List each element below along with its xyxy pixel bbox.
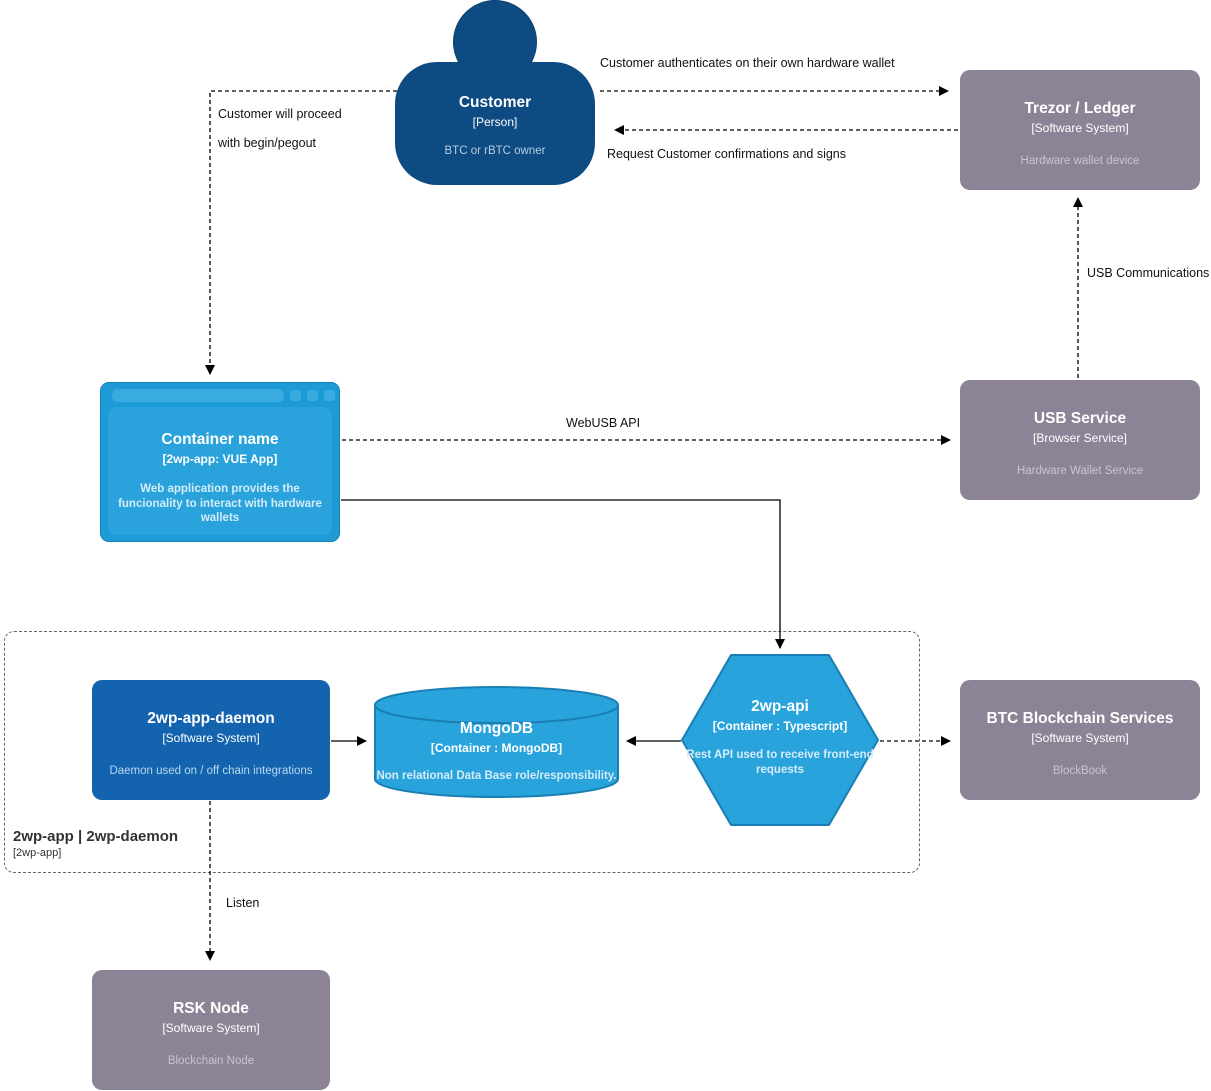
edge-label-request-signs: Request Customer confirmations and signs [607,147,847,161]
node-description: Daemon used on / off chain integrations [109,764,313,777]
edge-label-authenticate: Customer authenticates on their own hard… [600,56,895,70]
edge-label-proceed-line2: with begin/pegout [218,136,316,150]
edge-webapp-api [341,499,785,649]
node-title: USB Service [1033,410,1127,427]
node-usb-service[interactable]: USB Service [Browser Service] Hardware W… [960,380,1200,500]
node-subtitle: [Browser Service] [1032,430,1128,445]
edge-label-proceed-line1: Customer will proceed [218,107,342,121]
node-description: Hardware Wallet Service [1016,464,1144,477]
node-trezor-ledger[interactable]: Trezor / Ledger [Software System] Hardwa… [960,70,1200,190]
edge-label-listen: Listen [226,896,260,910]
browser-content: Container name [2wp-app: VUE App] Web ap… [108,407,332,535]
boundary-title: 2wp-app | 2wp-daemon [13,828,179,845]
node-title: 2wp-app-daemon [147,710,275,727]
node-2wp-api[interactable]: 2wp-api [Container : Typescript] Rest AP… [682,655,878,825]
node-subtitle: [Person] [472,114,518,129]
node-description: BTC or rBTC owner [444,144,546,157]
node-subtitle: [Software System] [162,1020,260,1035]
node-title: 2wp-api [751,698,809,715]
node-subtitle: [Software System] [162,730,260,745]
node-subtitle: [Software System] [1031,120,1129,135]
edge-label-webusb: WebUSB API [566,416,641,430]
node-subtitle: [2wp-app: VUE App] [162,451,278,466]
node-description: Rest API used to receive front-end reque… [686,748,874,776]
node-title: MongoDB [459,720,534,737]
node-webapp-container[interactable]: Container name [2wp-app: VUE App] Web ap… [100,382,340,542]
edge-label-usb-communications: USB Communications [1087,266,1210,280]
edge-customer-webapp [205,90,397,375]
browser-address-bar-icon [112,389,284,402]
node-subtitle: [Software System] [1031,730,1129,745]
node-description: Non relational Data Base role/responsibi… [376,769,617,782]
boundary-2wp-app: 2wp-app | 2wp-daemon [2wp-app] [4,631,920,873]
node-title: Container name [161,431,279,448]
node-title: BTC Blockchain Services [986,710,1174,727]
node-title: RSK Node [173,1000,249,1017]
node-rsk-node[interactable]: RSK Node [Software System] Blockchain No… [92,970,330,1090]
node-subtitle: [Container : Typescript] [712,718,848,733]
node-title: Customer [458,94,532,111]
node-subtitle: [Container : MongoDB] [430,740,563,755]
node-description: Blockchain Node [167,1054,255,1067]
browser-button-icon [324,390,335,401]
node-api-shape[interactable] [681,654,879,826]
boundary-label: 2wp-app | 2wp-daemon [2wp-app] [13,828,178,859]
node-mongodb[interactable]: MongoDB [Container : MongoDB] Non relati… [375,687,618,797]
browser-button-icon [307,390,318,401]
browser-button-icon [290,390,301,401]
boundary-subtitle: [2wp-app] [13,847,62,859]
node-title: Trezor / Ledger [1024,100,1136,117]
node-description: Web application provides the funcionalit… [118,482,322,525]
cylinder-top-icon [374,686,619,724]
node-description: BlockBook [1052,764,1108,777]
node-description: Hardware wallet device [1020,154,1140,167]
node-2wp-app-daemon[interactable]: 2wp-app-daemon [Software System] Daemon … [92,680,330,800]
node-btc-blockchain-services[interactable]: BTC Blockchain Services [Software System… [960,680,1200,800]
node-customer[interactable]: Customer [Person] BTC or rBTC owner [395,62,595,185]
node-mongodb-shape[interactable] [374,686,619,798]
